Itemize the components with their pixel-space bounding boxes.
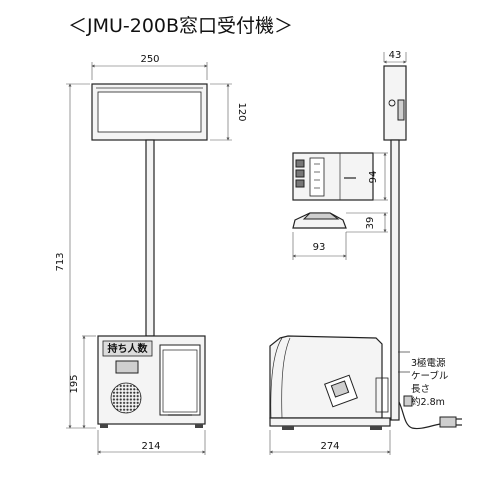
keypad-button-column bbox=[309, 157, 325, 197]
dim-base-height: 195 bbox=[69, 374, 80, 393]
dim-base-depth: 274 bbox=[320, 441, 339, 452]
keypad-housing bbox=[292, 152, 374, 201]
dim-display-height: 120 bbox=[236, 102, 247, 121]
front-display-screen bbox=[97, 91, 202, 133]
cable-note-line-2: ケーブル bbox=[411, 370, 449, 382]
front-sign-plate bbox=[102, 340, 153, 357]
foot-pedal-detail: 39 93 bbox=[292, 212, 388, 260]
dim-total-height: 713 bbox=[55, 252, 66, 271]
front-ticket-door bbox=[159, 344, 201, 416]
dim-display-width: 250 bbox=[140, 54, 159, 65]
cable-note-line-1: 3極電源 bbox=[411, 357, 446, 369]
dim-pedal-width: 93 bbox=[313, 242, 326, 253]
front-view: 持ち人数 250 120 713 195 214 bbox=[55, 54, 247, 455]
cable-note-line-4: 約2.8m bbox=[411, 396, 445, 408]
keypad-detail: 94 bbox=[292, 152, 388, 201]
front-sign-label: 持ち人数 bbox=[108, 342, 149, 355]
power-plug-icon bbox=[439, 416, 457, 428]
side-pole bbox=[390, 139, 400, 421]
front-pole bbox=[145, 139, 155, 337]
front-module bbox=[115, 360, 139, 374]
dim-pedal-height: 39 bbox=[365, 217, 376, 230]
page-title: ＜JMU-200B窓口受付機＞ bbox=[68, 15, 293, 37]
front-speaker-grille-icon bbox=[110, 382, 142, 414]
dim-display-depth: 43 bbox=[389, 50, 402, 61]
cable-note-line-3: 長さ bbox=[411, 384, 430, 395]
side-view: 43 274 3極電源 ケーブル 長さ 約2.8m bbox=[269, 50, 462, 455]
dim-base-width: 214 bbox=[141, 441, 160, 452]
dim-keypad-height: 94 bbox=[368, 171, 379, 184]
